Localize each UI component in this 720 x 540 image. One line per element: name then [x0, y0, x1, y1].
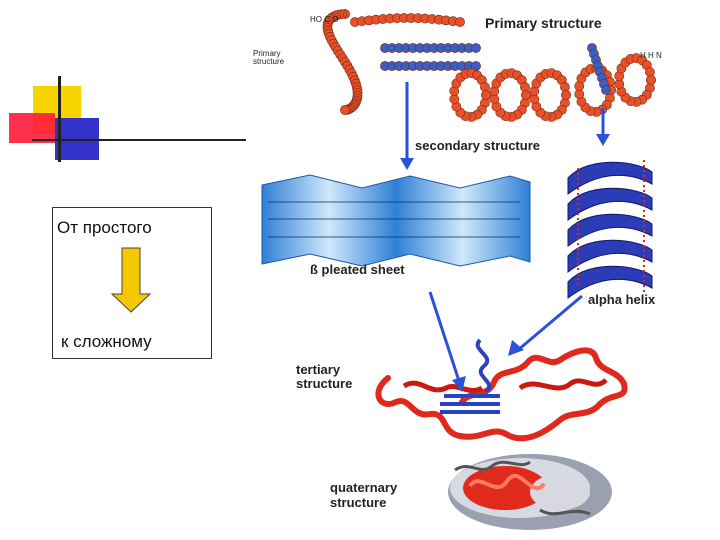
red-square [9, 113, 55, 143]
primary-small-label-2: structure [253, 57, 285, 66]
helix-turn [567, 161, 653, 195]
helix-turn [567, 265, 653, 299]
secondary-arrow-left [400, 82, 414, 170]
tertiary-structure-shape [375, 338, 628, 442]
nh2-label: H H N [640, 51, 662, 60]
box-line-complex: к сложному [61, 332, 152, 351]
alpha-helix [567, 160, 653, 299]
secondary-structure-label: secondary structure [415, 138, 540, 153]
quaternary-structure-shape [448, 454, 612, 530]
amino-acid-bead [561, 90, 571, 100]
quaternary-label-1: quaternary [330, 480, 398, 495]
sheet-to-tertiary-arrow [428, 291, 466, 392]
primary-small-label: Primary [253, 49, 281, 58]
box-line-simple: От простого [57, 218, 152, 237]
sheet-backbone-lines [268, 201, 520, 238]
amino-acid-bead [601, 85, 611, 95]
cooh-label: HO C O [310, 15, 338, 24]
vertical-rule [58, 76, 61, 162]
amino-acid-bead [646, 75, 656, 85]
tertiary-label-1: tertiary [296, 362, 341, 377]
helix-turn [567, 213, 653, 247]
amino-acid-bead [455, 17, 465, 27]
helix-to-tertiary-arrow [508, 294, 583, 356]
primary-structure-label: Primary structure [485, 15, 602, 31]
tertiary-label-2: structure [296, 376, 352, 391]
beta-pleated-sheet [261, 174, 531, 267]
quaternary-label-2: structure [330, 495, 386, 510]
primary-bead-chain [322, 9, 656, 122]
amino-acid-bead [521, 90, 531, 100]
helix-turn [567, 187, 653, 221]
down-arrow-icon [110, 247, 152, 313]
amino-acid-bead [340, 105, 350, 115]
helix-turn [567, 239, 653, 273]
pleated-sheet-label: ß pleated sheet [310, 262, 405, 277]
amino-acid-bead [481, 90, 491, 100]
secondary-arrow-right [596, 108, 610, 146]
amino-acid-bead [471, 43, 481, 53]
alpha-helix-label: alpha helix [588, 292, 656, 307]
horizontal-rule [32, 139, 246, 141]
